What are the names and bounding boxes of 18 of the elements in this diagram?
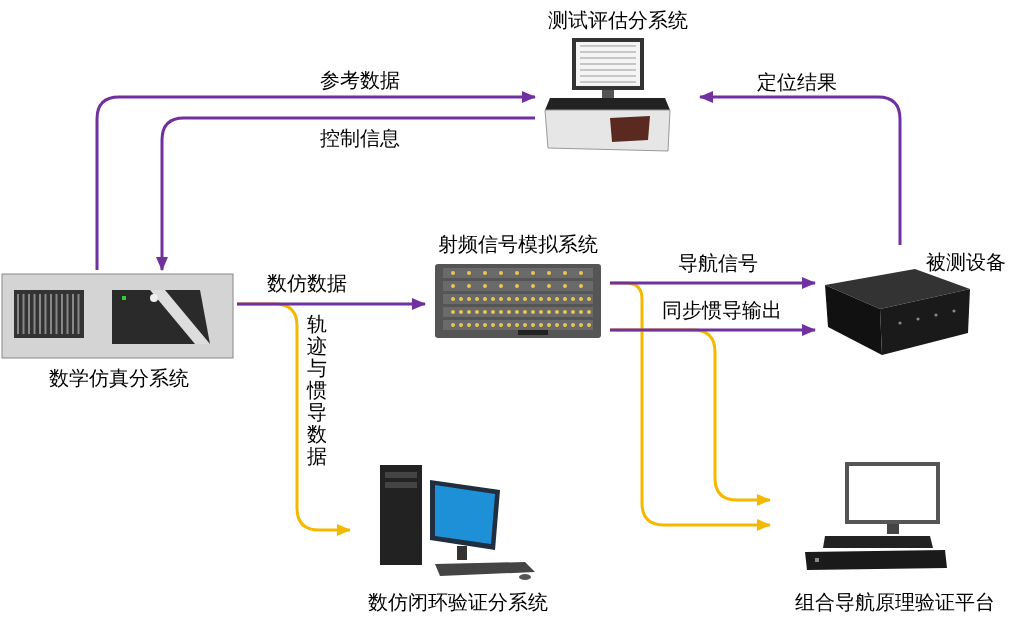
edge-label: 参考数据	[318, 68, 402, 92]
device-caption: 数仿闭环验证分系统	[366, 590, 549, 614]
arrow	[699, 91, 902, 245]
device-caption: 组合导航原理验证平台	[794, 590, 996, 614]
edge-label: 轨迹与惯导数据	[307, 313, 327, 467]
device-caption: 数学仿真分系统	[47, 366, 190, 390]
edge-label: 定位结果	[755, 70, 839, 94]
arrow	[610, 277, 816, 289]
device-caption: 被测设备	[924, 250, 1007, 274]
edge-label: 导航信号	[676, 251, 760, 275]
arrow	[237, 298, 426, 310]
device-caption: 测试评估分系统	[546, 8, 689, 32]
arrow	[156, 116, 535, 271]
arrow	[95, 91, 536, 270]
device-caption: 射频信号模拟系统	[436, 232, 599, 256]
edge-label: 数仿数据	[265, 271, 349, 295]
arrow	[610, 324, 816, 336]
edge-label: 控制信息	[318, 126, 402, 150]
